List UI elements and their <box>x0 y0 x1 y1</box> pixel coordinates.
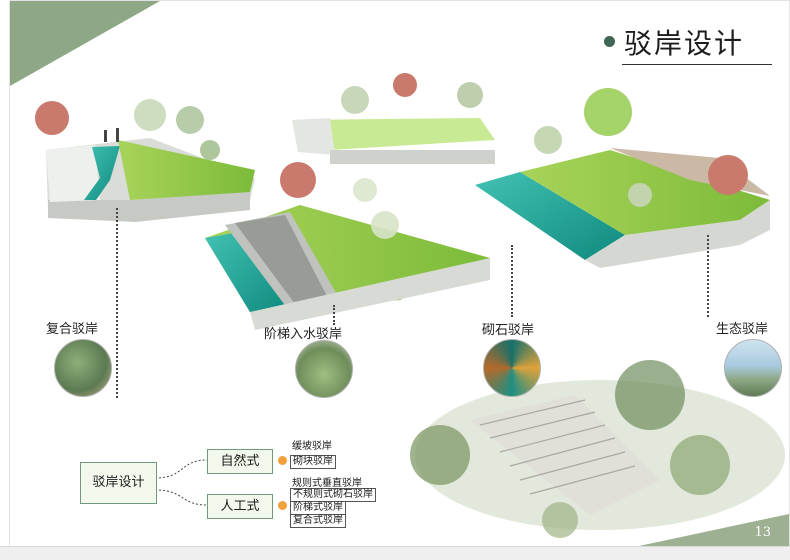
corner-decoration-bottom-right <box>639 514 789 546</box>
model-composite-embankment <box>35 99 255 222</box>
type-label-stepped: 阶梯入水驳岸 <box>264 327 343 342</box>
tree-item: 砌块驳岸 <box>290 455 336 469</box>
connector-masonry <box>511 245 513 317</box>
bottom-bar <box>0 546 790 560</box>
orange-bullet-icon <box>278 456 287 465</box>
tree-item: 阶梯式驳岸 <box>290 501 346 515</box>
photo-masonry <box>483 339 541 397</box>
tree-branch-natural: 自然式 <box>207 449 273 474</box>
model-masonry-embankment <box>475 88 770 268</box>
tree-item: 复合式驳岸 <box>290 514 346 528</box>
type-label-composite: 复合驳岸 <box>46 322 99 337</box>
photo-ecological <box>724 339 782 397</box>
title-bullet-icon <box>604 36 615 47</box>
connector-stepped <box>333 305 335 325</box>
corner-decoration-top-left <box>10 1 160 86</box>
tree-item: 不规则式砌石驳岸 <box>290 488 376 502</box>
tree-item: 缓坡驳岸 <box>292 441 332 452</box>
title-underline <box>622 64 772 65</box>
orange-bullet-icon <box>278 501 287 510</box>
tree-branch-artificial: 人工式 <box>207 494 273 519</box>
photo-stepped <box>295 340 353 398</box>
photo-composite <box>54 339 112 397</box>
page-title: 驳岸设计 <box>624 27 745 60</box>
embankment-perspective-sketch <box>410 360 785 538</box>
connector-ecological <box>707 235 709 317</box>
type-label-masonry: 砌石驳岸 <box>482 323 535 338</box>
page-number: 13 <box>754 525 771 540</box>
tree-root: 驳岸设计 <box>80 462 157 504</box>
model-stepped-embankment <box>205 73 495 330</box>
connector-composite <box>116 208 118 398</box>
type-label-ecological: 生态驳岸 <box>716 322 769 337</box>
tree-item: 规则式垂直驳岸 <box>292 478 362 489</box>
